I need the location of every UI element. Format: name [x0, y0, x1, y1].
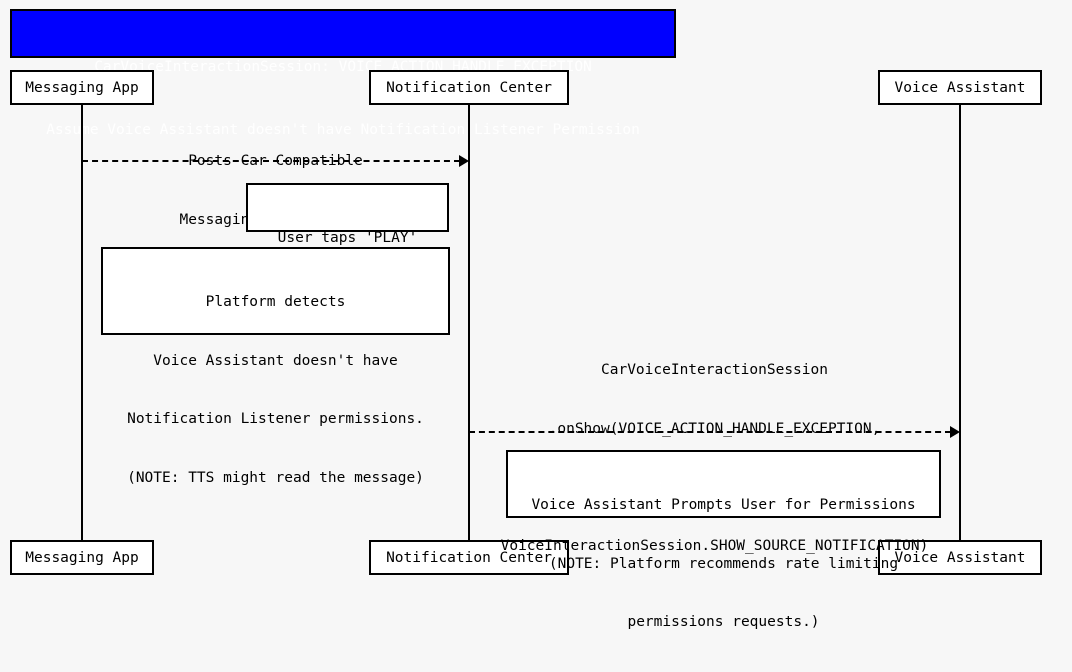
note-platform-detects-line-1: Platform detects	[205, 294, 346, 310]
sequence-diagram-canvas: CarVoiceInteractionSession: VOICE_ACTION…	[10, 9, 1042, 630]
note-platform-detects: Platform detects Voice Assistant doesn't…	[101, 247, 450, 486]
message-onshow-call-line-1: CarVoiceInteractionSession	[601, 362, 828, 378]
message-arrowhead-post-notification	[459, 155, 469, 167]
note-user-taps-play: User taps 'PLAY' on Msg Notification	[246, 183, 449, 305]
lifeline-voice-assistant	[959, 104, 961, 541]
note-platform-detects-line-2: Voice Assistant doesn't have	[153, 352, 398, 369]
lifeline-messaging-app	[81, 104, 83, 541]
message-onshow-call-line-2: .onShow(VOICE_ACTION_HANDLE_EXCEPTION,	[548, 420, 881, 437]
diagram-title-line-2: Assume Voice Assistant doesn't have Noti…	[46, 122, 640, 138]
note-platform-detects-line-3: Notification Listener permissions.	[127, 411, 424, 427]
note-prompts-permissions-line-2: (NOTE: Platform recommends rate limiting	[548, 555, 899, 572]
participant-top-notification-center[interactable]: Notification Center	[369, 70, 569, 105]
note-platform-detects-line-4: (NOTE: TTS might read the message)	[127, 469, 424, 486]
note-user-taps-play-line-1: User taps 'PLAY'	[277, 230, 418, 246]
participant-bottom-voice-assistant[interactable]: Voice Assistant	[878, 540, 1042, 575]
participant-bottom-notification-center[interactable]: Notification Center	[369, 540, 569, 575]
note-prompts-permissions-line-1: Voice Assistant Prompts User for Permiss…	[531, 497, 916, 513]
participant-top-messaging-app[interactable]: Messaging App	[10, 70, 154, 105]
participant-top-voice-assistant[interactable]: Voice Assistant	[878, 70, 1042, 105]
message-arrow-post-notification	[82, 160, 460, 162]
participant-bottom-messaging-app[interactable]: Messaging App	[10, 540, 154, 575]
note-prompts-permissions: Voice Assistant Prompts User for Permiss…	[506, 450, 941, 630]
lifeline-notification-center	[468, 104, 470, 541]
message-arrow-onshow-call	[469, 431, 951, 433]
message-onshow-call-line-4: VoiceInteractionSession.SHOW_SOURCE_NOTI…	[500, 537, 929, 554]
message-arrowhead-onshow-call	[950, 426, 960, 438]
note-prompts-permissions-line-3: permissions requests.)	[627, 614, 820, 630]
diagram-title-banner: CarVoiceInteractionSession: VOICE_ACTION…	[10, 9, 676, 138]
